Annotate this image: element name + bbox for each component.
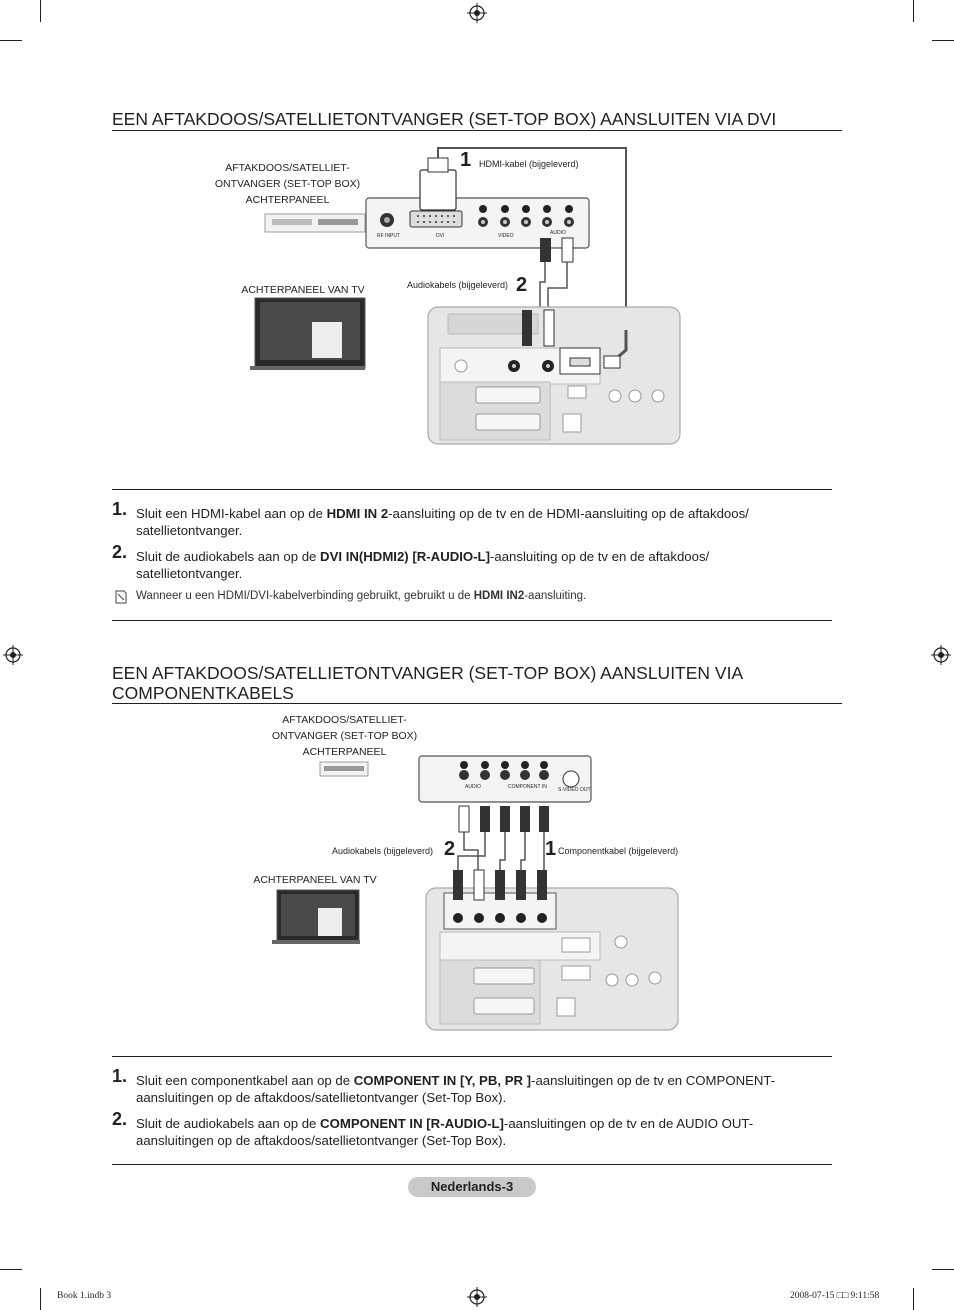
component-cable-label: Componentkabel (bijgeleverd) (558, 846, 679, 856)
crop-mark (0, 1269, 22, 1270)
step-text: Sluit een HDMI-kabel aan op de HDMI IN 2… (136, 506, 749, 538)
audio-cable-label: Audiokabels (bijgeleverd) (332, 846, 434, 856)
step-text: Sluit een componentkabel aan op de COMPO… (136, 1073, 776, 1105)
callout-2: 2 (516, 274, 528, 296)
crop-mark (40, 1288, 41, 1310)
port-svideo-label: S-VIDEO OUT (558, 787, 591, 793)
note-icon (115, 590, 127, 604)
footer-timestamp: 2008-07-15 □□ 9:11:58 (790, 1291, 880, 1301)
stb-panel-label: AFTAKDOOS/SATELLIET- ONTVANGER (SET-TOP … (214, 162, 361, 206)
port-dvi-label: DVI (436, 233, 445, 239)
steps-rule-bottom (112, 620, 832, 621)
steps-rule-top (112, 489, 832, 490)
port-video-label: VIDEO (498, 233, 514, 239)
steps-rule-top (112, 1056, 832, 1057)
title-rule (112, 703, 842, 704)
crop-mark (932, 1269, 954, 1270)
crop-mark (40, 0, 41, 22)
page-number-badge: Nederlands-3 (408, 1177, 536, 1197)
steps-rule-bottom (112, 1164, 832, 1165)
audio-cable-label: Audiokabels (bijgeleverd) (407, 280, 509, 290)
tv-panel-label: ACHTERPANEEL VAN TV (241, 284, 365, 296)
footer-file: Book 1.indb 3 (57, 1291, 112, 1301)
crop-mark (0, 40, 22, 41)
callout-2: 2 (444, 838, 456, 860)
port-component-label: COMPONENT IN (508, 784, 547, 790)
dvi-diagram-graphic (250, 147, 681, 445)
port-audio-label: AUDIO (465, 784, 481, 790)
registration-mark-icon (467, 3, 487, 23)
step-number: 1. (112, 1066, 128, 1086)
step-number: 2. (112, 1109, 128, 1129)
step-text: Sluit de audiokabels aan op de COMPONENT… (136, 1116, 754, 1148)
crop-mark (913, 0, 914, 22)
port-rf-label: RF INPUT (377, 233, 401, 239)
component-diagram-graphic (272, 755, 679, 1031)
hdmi-cable-label: HDMI-kabel (bijgeleverd) (479, 159, 579, 169)
tv-panel-label: ACHTERPANEEL VAN TV (253, 874, 377, 886)
port-audio-label: AUDIO (550, 230, 566, 236)
registration-mark-icon (931, 645, 951, 665)
step-number: 2. (112, 542, 128, 562)
title-rule (112, 130, 842, 131)
section-title: EEN AFTAKDOOS/SATELLIETONTVANGER (SET-TO… (112, 109, 777, 129)
callout-1: 1 (545, 838, 557, 860)
crop-mark (913, 1288, 914, 1310)
registration-mark-icon (3, 645, 23, 665)
registration-mark-icon (467, 1287, 487, 1307)
crop-mark (932, 40, 954, 41)
section-title: EEN AFTAKDOOS/SATELLIETONTVANGER (SET-TO… (112, 663, 743, 703)
step-number: 1. (112, 499, 128, 519)
step-text: Sluit de audiokabels aan op de DVI IN(HD… (136, 549, 710, 581)
stb-panel-label: AFTAKDOOS/SATELLIET- ONTVANGER (SET-TOP … (271, 714, 418, 758)
callout-1: 1 (460, 149, 472, 171)
